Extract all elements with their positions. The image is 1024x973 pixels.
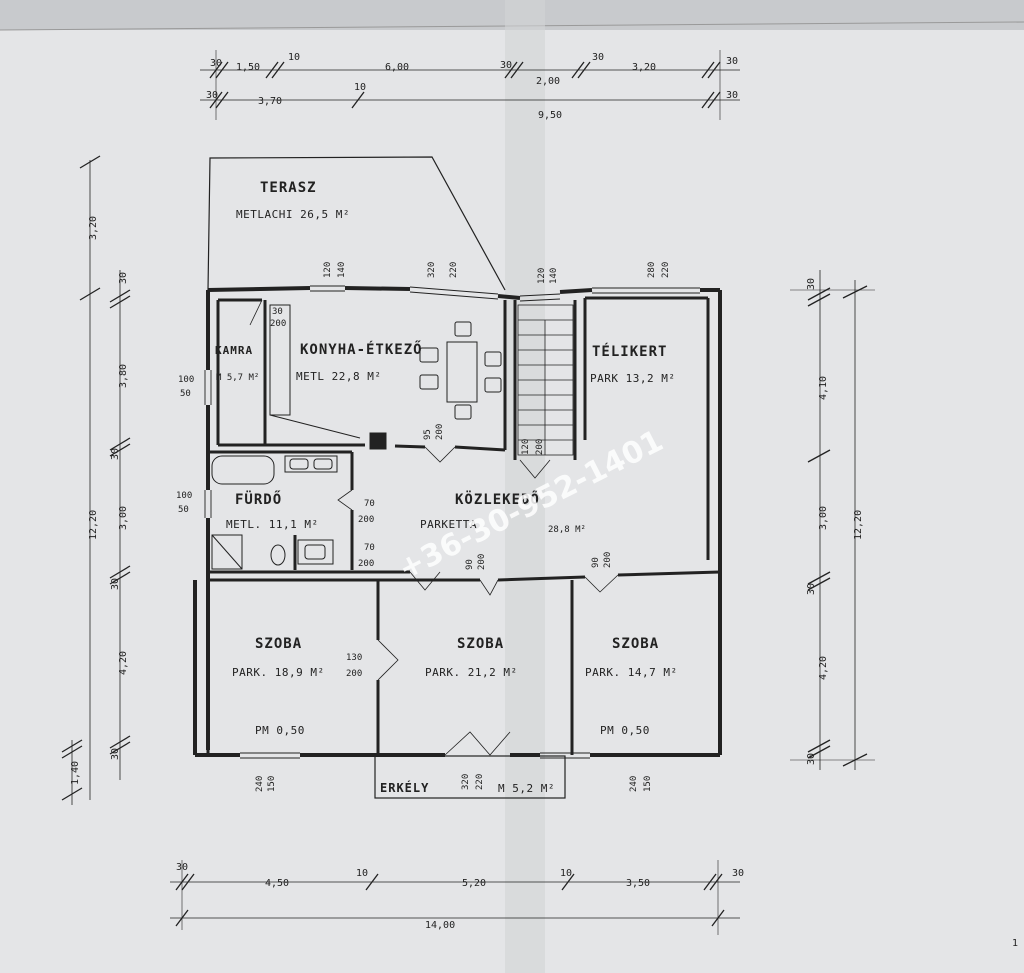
dim-bottom1-1: 4,50 [265, 878, 289, 889]
open-furdo-win-a: 100 [176, 491, 192, 501]
dim-left-0: 3,20 [88, 216, 99, 240]
dim-top1-0: 30 [210, 58, 222, 69]
room-name-telikert: TÉLIKERT [592, 343, 667, 360]
dim-top2-2: 10 [354, 82, 366, 93]
room-area-telikert: PARK 13,2 M² [590, 372, 675, 385]
open-kitchen-door-a: 95 [423, 429, 433, 440]
open-szoba3-win-b: 150 [643, 776, 653, 792]
open-hall-door1-b: 200 [477, 554, 487, 570]
dim-top2-0: 30 [206, 90, 218, 101]
open-stair-win-a: 120 [537, 268, 547, 284]
dim-left-6: 4,20 [118, 651, 129, 675]
room-area-konyha: METL 22,8 M² [296, 370, 381, 383]
room-area-szoba-3: PARK. 14,7 M² [585, 666, 678, 679]
open-szoba-door-a: 130 [346, 653, 362, 663]
room-name-terasz: TERASZ [260, 180, 317, 196]
open-telikert-win-a: 280 [647, 262, 657, 278]
dim-left-3: 30 [110, 448, 121, 460]
dim-bottom1-3: 5,20 [462, 878, 486, 889]
dim-top1-8: 30 [726, 56, 738, 67]
room-name-kozlekedo: KÖZLEKEDŐ [455, 490, 540, 508]
room-name-furdo: FÜRDŐ [235, 490, 282, 508]
open-wc-door-b: 200 [358, 559, 374, 569]
room-area-szoba-1: PARK. 18,9 M² [232, 666, 325, 679]
dim-top1-4: 30 [500, 60, 512, 71]
dim-right-2: 3,00 [818, 506, 829, 530]
dim-top1-1: 1,50 [236, 62, 260, 73]
dim-left-5: 30 [110, 578, 121, 590]
open-kamra-door-b: 200 [270, 319, 286, 329]
dim-top1-2: 10 [288, 52, 300, 63]
open-hall-door1-a: 90 [465, 559, 475, 570]
open-stair-win-b: 140 [549, 268, 559, 284]
open-stair-door-b: 200 [535, 439, 545, 455]
open-hall-door2-a: 90 [591, 557, 601, 568]
room-area-kamra: M 5,7 M² [216, 373, 259, 383]
open-szoba1-win-a: 240 [255, 776, 265, 792]
open-erkely-door-b: 220 [475, 774, 485, 790]
dim-top1-3: 6,00 [385, 62, 409, 73]
open-hall-door2-b: 200 [603, 552, 613, 568]
room-area-szoba-2: PARK. 21,2 M² [425, 666, 518, 679]
dim-top2-4: 30 [726, 90, 738, 101]
dim-bottom1-0: 30 [176, 862, 188, 873]
room-area-terasz: METLACHI 26,5 M² [236, 208, 350, 221]
open-kamra-win-b: 50 [180, 389, 191, 399]
room-area-furdo: METL. 11,1 M² [226, 518, 319, 531]
dim-left-9: 12,20 [88, 510, 99, 540]
open-kamra-door-a: 30 [272, 307, 283, 317]
open-kitchen-win2-a: 320 [427, 262, 437, 278]
open-stair-door-a: 120 [521, 439, 531, 455]
dim-top1-6: 30 [592, 52, 604, 63]
dim-right-3: 30 [806, 583, 817, 595]
open-kitchen-win1-b: 140 [337, 262, 347, 278]
room-name-konyha: KONYHA-ÉTKEZŐ [300, 340, 423, 358]
dim-left-7: 30 [110, 748, 121, 760]
dim-bottom1-5: 3,50 [626, 878, 650, 889]
room-name-kamra: KAMRA [215, 344, 253, 357]
room-pm-szoba-3: PM 0,50 [600, 724, 650, 737]
dim-left-4: 3,00 [118, 506, 129, 530]
dim-bottom2: 14,00 [425, 920, 455, 931]
dim-top1-5: 2,00 [536, 76, 560, 87]
dim-left-2: 3,80 [118, 364, 129, 388]
open-furdo-door-b: 200 [358, 515, 374, 525]
open-telikert-win-b: 220 [661, 262, 671, 278]
dim-left-1: 30 [118, 272, 129, 284]
page-mark: 1 [1012, 938, 1018, 949]
dim-right-6: 12,20 [853, 510, 864, 540]
dim-top1-7: 3,20 [632, 62, 656, 73]
open-szoba-door-b: 200 [346, 669, 362, 679]
open-furdo-door-a: 70 [364, 499, 375, 509]
open-szoba3-win-a: 240 [629, 776, 639, 792]
dim-right-1: 4,10 [818, 376, 829, 400]
open-erkely-door-a: 320 [461, 774, 471, 790]
dim-right-5: 30 [806, 753, 817, 765]
room-area-kozlekedo: 28,8 M² [548, 525, 586, 535]
room-pm-szoba-1: PM 0,50 [255, 724, 305, 737]
dim-bottom1-6: 30 [732, 868, 744, 879]
dim-right-0: 30 [806, 278, 817, 290]
room-area-erkely: M 5,2 M² [498, 782, 555, 795]
open-kitchen-win2-b: 220 [449, 262, 459, 278]
room-floor-kozlekedo: PARKETTA [420, 518, 477, 531]
open-wc-door-a: 70 [364, 543, 375, 553]
dim-left-8: 1,40 [70, 761, 81, 785]
open-furdo-win-b: 50 [178, 505, 189, 515]
dim-top2-1: 3,70 [258, 96, 282, 107]
open-kamra-win-a: 100 [178, 375, 194, 385]
room-name-erkely: ERKÉLY [380, 780, 429, 795]
room-name-szoba-3: SZOBA [612, 636, 659, 652]
open-kitchen-door-b: 200 [435, 424, 445, 440]
dim-bottom1-2: 10 [356, 868, 368, 879]
dim-top2-3: 9,50 [538, 110, 562, 121]
dim-bottom1-4: 10 [560, 868, 572, 879]
room-name-szoba-2: SZOBA [457, 636, 504, 652]
dim-right-4: 4,20 [818, 656, 829, 680]
open-kitchen-win1-a: 120 [323, 262, 333, 278]
room-name-szoba-1: SZOBA [255, 636, 302, 652]
open-szoba1-win-b: 150 [267, 776, 277, 792]
